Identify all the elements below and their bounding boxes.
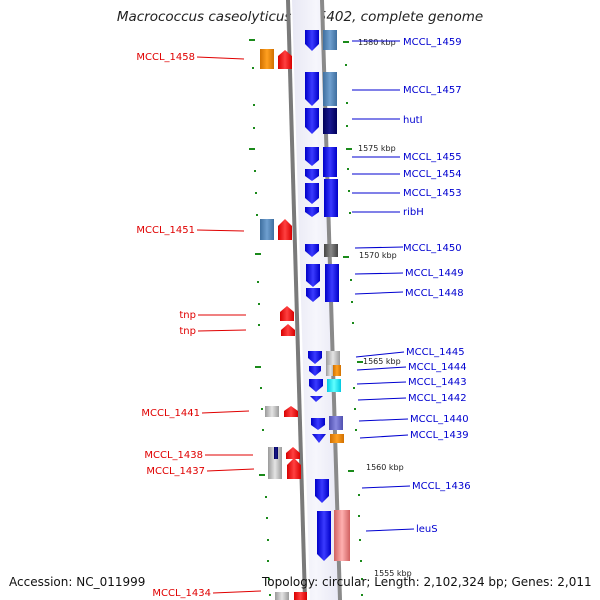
- gene-mccl-1444-c: [333, 365, 341, 376]
- gene-mccl-1438-block: [268, 447, 282, 479]
- gene-mccl-1445: [308, 351, 322, 364]
- gene-ribh: [305, 207, 319, 217]
- gene-huti: [305, 108, 319, 134]
- chromosome-backbone: [286, 0, 307, 600]
- gene-leus-b: [334, 510, 350, 561]
- track-band: [292, 0, 340, 600]
- gene-label-left[interactable]: tnp: [179, 310, 196, 321]
- gene-label-left[interactable]: MCCL_1438: [144, 450, 203, 461]
- gene-label-right[interactable]: MCCL_1448: [405, 288, 464, 299]
- topology-text: Topology: circular; Length: 2,102,324 bp…: [262, 575, 592, 589]
- gene-mccl-1459: [305, 30, 319, 51]
- gene-mccl-1458-block: [260, 49, 274, 69]
- gene-mccl-1445-b: [326, 351, 340, 365]
- gene-mccl-1442: [310, 396, 323, 402]
- gene-mccl-1450-b: [324, 244, 338, 257]
- accession-text: Accession: NC_011999: [9, 575, 146, 589]
- kbp-marker: 1570 kbp: [359, 251, 397, 260]
- gene-label-right[interactable]: ribH: [403, 207, 424, 218]
- kbp-marker: 1565 kbp: [363, 357, 401, 366]
- gene-mccl-1434-block: [275, 592, 289, 600]
- gene-mccl-1437-arrow: [287, 458, 301, 479]
- gene-mccl-1455-b: [323, 147, 337, 177]
- gene-tnp-arrow-2: [281, 324, 295, 336]
- gene-mccl-1453-b: [324, 179, 338, 217]
- gene-label-right[interactable]: MCCL_1442: [408, 393, 467, 404]
- gene-mccl-1457-b: [323, 72, 337, 106]
- gene-label-right[interactable]: MCCL_1436: [412, 481, 471, 492]
- gene-mccl-1449: [306, 264, 320, 287]
- gene-mccl-1444: [309, 366, 321, 376]
- gene-mccl-1453: [305, 183, 319, 204]
- gene-label-left[interactable]: MCCL_1434: [152, 588, 211, 599]
- gene-mccl-1441-block: [265, 406, 279, 417]
- gene-mccl-1438-inner: [274, 447, 278, 459]
- gene-label-right[interactable]: MCCL_1443: [408, 377, 467, 388]
- gene-label-left[interactable]: tnp: [179, 326, 196, 337]
- gene-label-right[interactable]: MCCL_1459: [403, 37, 462, 48]
- gene-mccl-1451-block: [260, 219, 274, 240]
- gene-label-right[interactable]: MCCL_1439: [410, 430, 469, 441]
- gene-label-right[interactable]: MCCL_1455: [403, 152, 462, 163]
- gene-mccl-1434-arrow: [294, 592, 307, 600]
- gene-mccl-1439: [312, 434, 326, 443]
- gene-mccl-1441-arrow: [284, 406, 298, 417]
- gene-label-right[interactable]: leuS: [416, 524, 438, 535]
- gene-mccl-1436: [315, 479, 329, 503]
- gene-label-right[interactable]: MCCL_1453: [403, 188, 462, 199]
- gene-label-right[interactable]: MCCL_1457: [403, 85, 462, 96]
- gene-label-left[interactable]: MCCL_1437: [146, 466, 205, 477]
- right-leader-lines: [352, 40, 415, 532]
- gene-label-right[interactable]: MCCL_1444: [408, 362, 467, 373]
- right-strand-genes: [305, 30, 350, 561]
- gene-label-right[interactable]: MCCL_1440: [410, 414, 469, 425]
- left-leader-lines: [196, 56, 262, 594]
- gene-mccl-1457: [305, 72, 319, 106]
- gene-label-right[interactable]: MCCL_1449: [405, 268, 464, 279]
- gene-mccl-1458-arrow: [278, 50, 292, 69]
- gene-label-right[interactable]: MCCL_1454: [403, 169, 462, 180]
- kbp-marker: 1560 kbp: [366, 463, 404, 472]
- gene-mccl-1455: [305, 147, 319, 166]
- gene-mccl-1451-arrow: [278, 219, 292, 240]
- gene-label-right[interactable]: MCCL_1445: [406, 347, 465, 358]
- gene-mccl-1444-b: [326, 365, 335, 376]
- gene-mccl-1443: [309, 379, 323, 392]
- kbp-marker: 1580 kbp: [358, 38, 396, 47]
- gene-mccl-1440-b: [329, 416, 343, 430]
- gene-mccl-1440: [311, 418, 325, 430]
- gene-label-left[interactable]: MCCL_1458: [136, 52, 195, 63]
- gene-mccl-1438-arrow: [286, 447, 300, 459]
- gene-label-left[interactable]: MCCL_1441: [141, 408, 200, 419]
- kbp-marker: 1555 kbp: [374, 569, 412, 578]
- gene-mccl-1448: [306, 288, 320, 302]
- gene-tnp-arrow-1: [280, 306, 294, 321]
- gene-label-right[interactable]: hutI: [403, 115, 423, 126]
- gene-mccl-1454: [305, 169, 319, 181]
- gene-leus: [317, 511, 331, 561]
- gene-huti-b: [323, 108, 337, 134]
- left-strand-genes: [260, 49, 307, 600]
- gene-label-right[interactable]: MCCL_1450: [403, 243, 462, 254]
- kbp-marker: 1575 kbp: [358, 144, 396, 153]
- gene-mccl-1448-b: [325, 264, 339, 302]
- gene-mccl-1459-b: [323, 30, 337, 50]
- gene-mccl-1443-b: [327, 379, 341, 392]
- gene-mccl-1439-b: [330, 434, 344, 443]
- gene-mccl-1450: [305, 244, 319, 257]
- tick-marks: [249, 39, 363, 596]
- gene-label-left[interactable]: MCCL_1451: [136, 225, 195, 236]
